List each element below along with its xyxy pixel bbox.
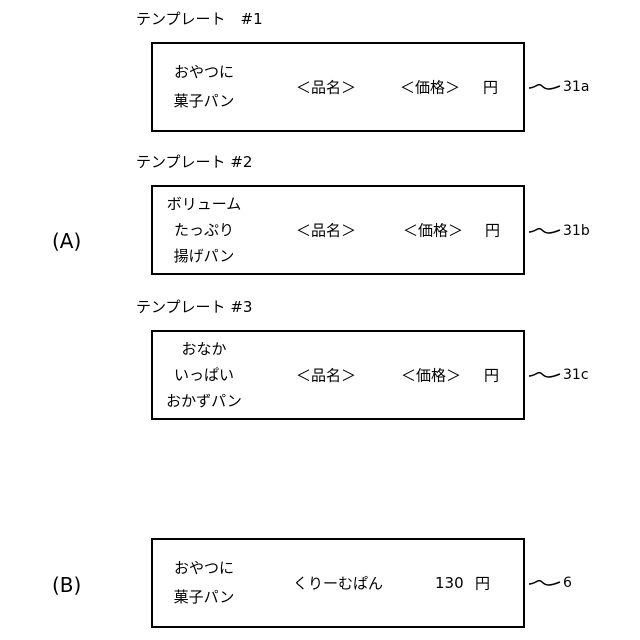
template-2-card: ボリューム たっぷり 揚げパン ＜品名＞ ＜価格＞ 円 [151,185,525,275]
template-3-reference: 31c [563,367,589,383]
template-2-currency: 円 [485,220,500,241]
template-1-name-placeholder: ＜品名＞ [296,77,356,98]
template-1-card: おやつに 菓子パン ＜品名＞ ＜価格＞ 円 [151,42,525,132]
template-3-card: おなか いっぱい おかずパン ＜品名＞ ＜価格＞ 円 [151,330,525,420]
product-card: おやつに 菓子パン くりーむぱん 130 円 [151,538,525,628]
product-card-leader-line [528,576,562,590]
template-3-currency: 円 [484,365,499,386]
template-1-description: おやつに 菓子パン [161,58,247,116]
template-1-title: テンプレート #1 [136,12,263,27]
template-1-description-line-2: 菓子パン [161,87,247,116]
template-2-price-placeholder: ＜価格＞ [403,220,463,241]
template-2-description-line-2: たっぷり [161,217,247,243]
template-2-description-line-3: 揚げパン [161,243,247,269]
template-3-price-placeholder: ＜価格＞ [401,365,461,386]
template-2-leader-line [528,224,562,238]
template-3-name-placeholder: ＜品名＞ [296,365,356,386]
template-1-description-line-1: おやつに [161,58,247,87]
product-currency: 円 [475,573,490,594]
template-1-reference: 31a [563,79,589,95]
template-3-description-line-3: おかずパン [161,388,247,414]
product-card-reference: 6 [563,575,572,591]
template-3-description-line-1: おなか [161,336,247,362]
template-3-description-line-2: いっぱい [161,362,247,388]
template-1-price-placeholder: ＜価格＞ [400,77,460,98]
template-2-description-line-1: ボリューム [161,191,247,217]
template-2-description: ボリューム たっぷり 揚げパン [161,191,247,269]
template-3-leader-line [528,368,562,382]
template-2-name-placeholder: ＜品名＞ [296,220,356,241]
template-2-reference: 31b [563,223,590,239]
product-card-description-line-2: 菓子パン [161,583,247,612]
section-a-label: (A) [52,229,81,253]
product-card-description-line-1: おやつに [161,554,247,583]
product-name: くりーむぱん [293,573,383,594]
product-card-description: おやつに 菓子パン [161,554,247,612]
product-price: 130 [435,574,464,592]
template-3-description: おなか いっぱい おかずパン [161,336,247,414]
template-2-title: テンプレート #2 [136,155,252,170]
section-b-label: (B) [52,573,81,597]
template-3-title: テンプレート #3 [136,300,252,315]
template-1-leader-line [528,80,562,94]
template-1-currency: 円 [483,77,498,98]
